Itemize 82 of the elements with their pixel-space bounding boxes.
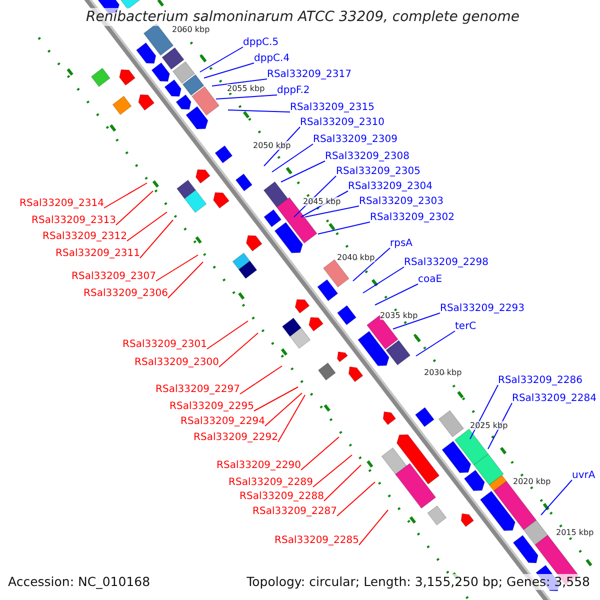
gene-label: RSal33209_2309 [313,133,398,147]
leader-line [240,366,282,394]
leader-line [156,254,198,282]
gene-label: terC [455,320,476,334]
gene-label: RSal33209_2312 [42,230,127,244]
gene-label: RSal33209_2308 [325,150,410,164]
gene-label: RSal33209_2293 [440,302,524,316]
leader-line [212,78,268,86]
leader-line [352,248,390,282]
position-tick-label: 2025 kbp [470,421,508,430]
leader-line [358,510,388,546]
position-tick-label: 2020 kbp [513,477,551,486]
leader-line [126,212,168,242]
leader-line [312,454,352,488]
gene-label: RSal33209_2286 [498,374,582,388]
gene-label: RSal33209_2285 [274,534,359,548]
accession-note: Accession: NC_010168 [8,574,150,590]
position-tick-label: 2045 kbp [303,197,341,206]
gene-label: RSal33209_2295 [170,400,254,414]
gene-label: RSal33209_2301 [122,338,207,352]
gene-label: RSal33209_2314 [20,197,104,211]
gene-label: rpsA [390,237,413,251]
leader-line [300,436,340,470]
position-tick-label: 2030 kbp [424,368,462,377]
leader-line [336,482,376,516]
leader-line [200,46,244,72]
leader-line [204,62,254,78]
map-title: Renibacterium salmoninarum ATCC 33209, complete genome [86,8,520,26]
gene-label: RSal33209_2311 [56,247,140,261]
position-tick-label: 2040 kbp [337,253,375,262]
gene-label: dppF.2 [277,84,310,98]
gene-label: uvrA [572,469,596,483]
leader-line [168,262,204,298]
gene-label: RSal33209_2313 [32,214,116,228]
gene-label: RSal33209_2303 [359,195,444,209]
gene-label: RSal33209_2294 [180,415,265,429]
leader-line [304,206,360,218]
gene-label: RSal33209_2292 [194,431,278,445]
gene-label: RSal33209_2284 [512,392,596,406]
leader-line [540,480,572,516]
gene-label: RSal33209_2290 [216,459,301,473]
leader-line [228,110,290,112]
leader-line [216,94,278,100]
leader-line [218,332,258,368]
genome-info-note: Topology: circular; Length: 3,155,250 bp; Genes: 3,558 [246,574,590,590]
gene-label: RSal33209_2289 [228,476,313,490]
gene-label: RSal33209_2307 [72,270,156,284]
gene-label: RSal33209_2310 [300,116,384,130]
leader-line [104,182,148,208]
gene-label: dppC.4 [254,52,290,66]
gene-label: dppC.5 [243,36,279,50]
leader-line [278,394,306,442]
gene-label: RSal33209_2297 [156,383,240,397]
leader-line [140,220,174,258]
leader-line [280,160,326,182]
gene-label: RSal33209_2298 [404,256,488,270]
position-tick-label: 2015 kbp [556,528,594,537]
gene-label: RSal33209_2287 [252,505,337,519]
gene-label: RSal33209_2315 [290,101,374,115]
leader-line [374,284,418,306]
leader-line [318,222,370,234]
leader-line [392,312,440,330]
gene-label: RSal33209_2288 [240,490,324,504]
gene-label: coaE [418,273,442,287]
position-tick-label: 2035 kbp [380,311,418,320]
leader-line [362,266,404,294]
leader-line [254,386,298,412]
gene-label: RSal33209_2300 [134,356,219,370]
position-tick-label: 2055 kbp [227,84,265,93]
gene-label: RSal33209_2302 [370,211,454,225]
gene-label: RSal33209_2306 [84,287,168,301]
position-tick-label: 2050 kbp [253,141,291,150]
gene-label: RSal33209_2305 [336,165,420,179]
gene-label: RSal33209_2317 [267,68,352,82]
gene-label: RSal33209_2304 [348,180,432,194]
position-tick-label: 2060 kbp [172,25,210,34]
leader-line [272,144,314,172]
leader-line [116,190,154,226]
leader-line [416,330,456,356]
leader-line [206,320,248,350]
leader-line [324,464,362,502]
leader-line [264,392,302,426]
